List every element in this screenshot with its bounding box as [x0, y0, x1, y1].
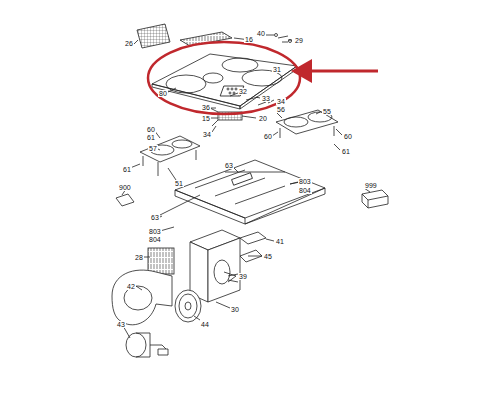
callout-number: 63 — [150, 214, 160, 221]
callout-number: 900 — [118, 184, 132, 191]
callout-number: 34 — [276, 98, 286, 105]
callout-number: 43 — [116, 321, 126, 328]
callout-number: 44 — [200, 321, 210, 328]
callout-number: 15 — [201, 115, 211, 122]
callout-number: 16 — [244, 36, 254, 43]
callout-number: 51 — [174, 180, 184, 187]
callout-number: 804 — [298, 187, 312, 194]
callout-number: 30 — [230, 306, 240, 313]
callout-number: 28 — [134, 254, 144, 261]
callout-number: 36 — [201, 104, 211, 111]
callout-number: 61 — [146, 134, 156, 141]
callout-number: 999 — [364, 182, 378, 189]
callout-number: 34 — [202, 131, 212, 138]
callout-number: 60 — [146, 126, 156, 133]
callout-number: 803 — [148, 228, 162, 235]
callout-number: 31 — [272, 66, 282, 73]
callout-number: 56 — [276, 106, 286, 113]
callout-number: 45 — [263, 253, 273, 260]
callout-number: 29 — [294, 37, 304, 44]
callout-number: 55 — [322, 108, 332, 115]
callout-number: 80 — [158, 90, 168, 97]
callout-number: 32 — [238, 88, 248, 95]
callout-number: 40 — [256, 30, 266, 37]
callout-number: 26 — [124, 40, 134, 47]
callout-number: 20 — [258, 115, 268, 122]
callout-number: 61 — [341, 148, 351, 155]
callout-number: 804 — [148, 236, 162, 243]
callout-number: 803 — [298, 178, 312, 185]
callout-number: 63 — [224, 162, 234, 169]
callout-number: 60 — [343, 133, 353, 140]
callout-number: 60 — [263, 133, 273, 140]
callout-number: 39 — [238, 273, 248, 280]
callout-number: 57 — [148, 145, 158, 152]
callout-number: 41 — [275, 238, 285, 245]
callout-number: 42 — [126, 283, 136, 290]
callout-number: 33 — [261, 95, 271, 102]
callout-number: 61 — [122, 166, 132, 173]
